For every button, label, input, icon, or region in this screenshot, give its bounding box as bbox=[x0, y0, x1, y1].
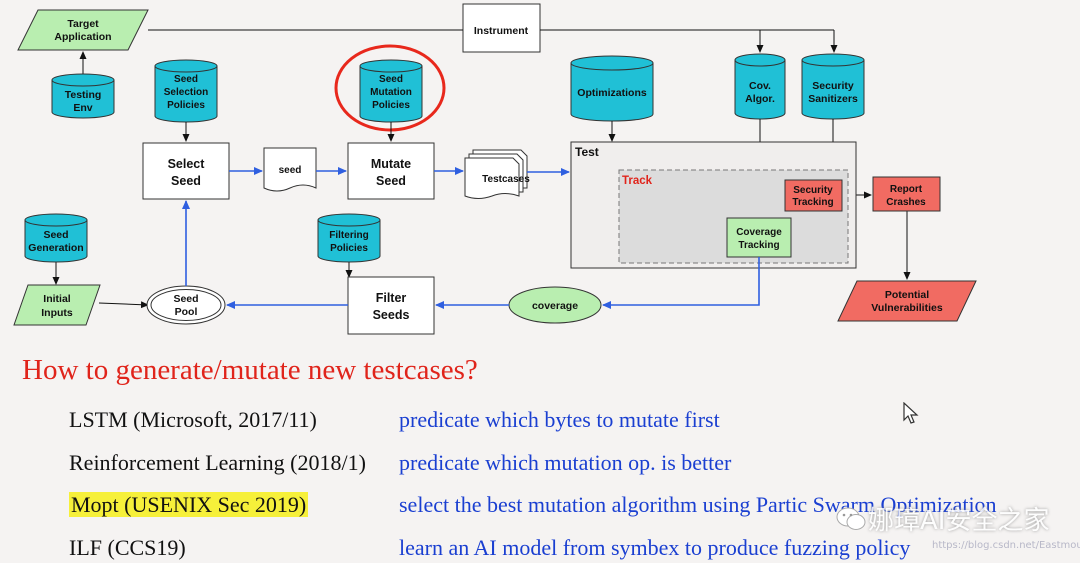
target-application-line2: Application bbox=[54, 31, 111, 43]
security-tracking-node: Security Tracking bbox=[784, 179, 843, 212]
cov-algor-node: Cov. Algor. bbox=[734, 53, 786, 120]
flow-arrows bbox=[182, 167, 760, 309]
report-crashes-node: Report Crashes bbox=[872, 176, 941, 212]
watermark: 娜璋AI安全之家 bbox=[836, 498, 1070, 538]
initial-inputs-line1: Initial bbox=[43, 293, 71, 305]
report-crashes-line1: Report bbox=[890, 184, 923, 195]
wechat-logo-icon bbox=[836, 507, 866, 530]
seed-selection-policies-node: Seed Selection Policies bbox=[154, 59, 218, 123]
approach-name: LSTM (Microsoft, 2017/11) bbox=[69, 407, 317, 432]
initial-inputs-node: Initial Inputs bbox=[13, 284, 101, 326]
initial-inputs-line2: Inputs bbox=[41, 307, 73, 319]
testcases-node: Testcases bbox=[464, 149, 530, 199]
seed-selection-line3: Policies bbox=[167, 100, 205, 111]
seed-generation-node: Seed Generation bbox=[24, 213, 88, 263]
mutate-seed-line2: Seed bbox=[376, 174, 406, 188]
seed-mutation-line3: Policies bbox=[372, 100, 410, 111]
report-crashes-line2: Crashes bbox=[886, 197, 926, 208]
watermark-url: https://blog.csdn.net/Eastmount bbox=[932, 540, 1080, 551]
mutate-seed-node: Mutate Seed bbox=[347, 142, 435, 200]
policy-connectors bbox=[52, 119, 911, 309]
testing-env-node: Testing Env bbox=[51, 73, 115, 119]
security-sanitizers-line2: Sanitizers bbox=[808, 93, 858, 105]
select-seed-line1: Select bbox=[168, 157, 206, 171]
coverage-tracking-node: Coverage Tracking bbox=[726, 217, 792, 258]
instrument-label: Instrument bbox=[474, 25, 529, 37]
security-tracking-line2: Tracking bbox=[792, 197, 833, 208]
approach-description: learn an AI model from symbex to produce… bbox=[399, 535, 911, 560]
question-heading: How to generate/mutate new testcases? bbox=[22, 354, 478, 386]
potential-vulnerabilities-line2: Vulnerabilities bbox=[871, 302, 943, 314]
seed-selection-line1: Seed bbox=[174, 74, 198, 85]
filter-seeds-line1: Filter bbox=[376, 291, 407, 305]
potential-vulnerabilities-line1: Potential bbox=[885, 289, 929, 301]
approach-name: Reinforcement Learning (2018/1) bbox=[69, 450, 366, 475]
coverage-label: coverage bbox=[532, 300, 578, 312]
security-sanitizers-node: Security Sanitizers bbox=[801, 53, 865, 120]
optimizations-label: Optimizations bbox=[577, 87, 647, 99]
target-application-line1: Target bbox=[67, 18, 99, 30]
watermark-text: 娜璋AI安全之家 bbox=[868, 506, 1050, 536]
seed-mutation-line2: Mutation bbox=[370, 87, 412, 98]
coverage-tracking-line2: Tracking bbox=[738, 240, 779, 251]
testing-env-line1: Testing bbox=[65, 89, 102, 101]
testcases-label: Testcases bbox=[482, 174, 530, 185]
cov-algor-line2: Algor. bbox=[745, 93, 775, 105]
approach-name-highlighted: Mopt (USENIX Sec 2019) bbox=[69, 492, 309, 517]
testing-env-line2: Env bbox=[73, 102, 92, 114]
security-tracking-line1: Security bbox=[793, 185, 833, 196]
seed-document-label: seed bbox=[279, 165, 302, 176]
track-label: Track bbox=[622, 175, 653, 187]
test-label: Test bbox=[575, 145, 599, 159]
seed-mutation-policies-node: Seed Mutation Policies bbox=[359, 59, 423, 123]
instrument-node: Instrument bbox=[462, 3, 541, 53]
coverage-node: coverage bbox=[508, 286, 602, 324]
select-seed-line2: Seed bbox=[171, 174, 201, 188]
coverage-tracking-line1: Coverage bbox=[736, 227, 782, 238]
approach-name: ILF (CCS19) bbox=[69, 535, 186, 560]
approach-description: predicate which bytes to mutate first bbox=[399, 407, 720, 432]
mouse-cursor-icon bbox=[903, 402, 919, 424]
seed-document-node: seed bbox=[263, 147, 317, 192]
optimizations-node: Optimizations bbox=[570, 55, 654, 122]
filtering-policies-line1: Filtering bbox=[329, 230, 368, 241]
filter-seeds-node: Filter Seeds bbox=[347, 276, 435, 335]
potential-vulnerabilities-node: Potential Vulnerabilities bbox=[837, 280, 977, 322]
seed-pool-node: Seed Pool bbox=[146, 285, 226, 325]
filtering-policies-line2: Policies bbox=[330, 243, 368, 254]
filter-seeds-line2: Seeds bbox=[373, 308, 410, 322]
seed-mutation-line1: Seed bbox=[379, 74, 403, 85]
approach-description: select the best mutation algorithm using… bbox=[399, 492, 997, 517]
red-highlight-circle bbox=[334, 44, 446, 132]
filtering-policies-node: Filtering Policies bbox=[317, 213, 381, 263]
approach-description: predicate which mutation op. is better bbox=[399, 450, 732, 475]
fuzzing-workflow-diagram: Target Application Instrument Testing En… bbox=[13, 3, 977, 335]
seed-pool-line2: Pool bbox=[175, 306, 198, 318]
mutate-seed-line1: Mutate bbox=[371, 157, 411, 171]
seed-pool-line1: Seed bbox=[173, 293, 198, 305]
target-application-node: Target Application bbox=[17, 9, 149, 51]
select-seed-node: Select Seed bbox=[142, 142, 230, 200]
seed-generation-line2: Generation bbox=[28, 242, 83, 254]
cov-algor-line1: Cov. bbox=[749, 80, 771, 92]
instrument-connectors bbox=[79, 29, 838, 76]
seed-selection-line2: Selection bbox=[164, 87, 208, 98]
seed-generation-line1: Seed bbox=[43, 229, 68, 241]
security-sanitizers-line1: Security bbox=[812, 80, 854, 92]
